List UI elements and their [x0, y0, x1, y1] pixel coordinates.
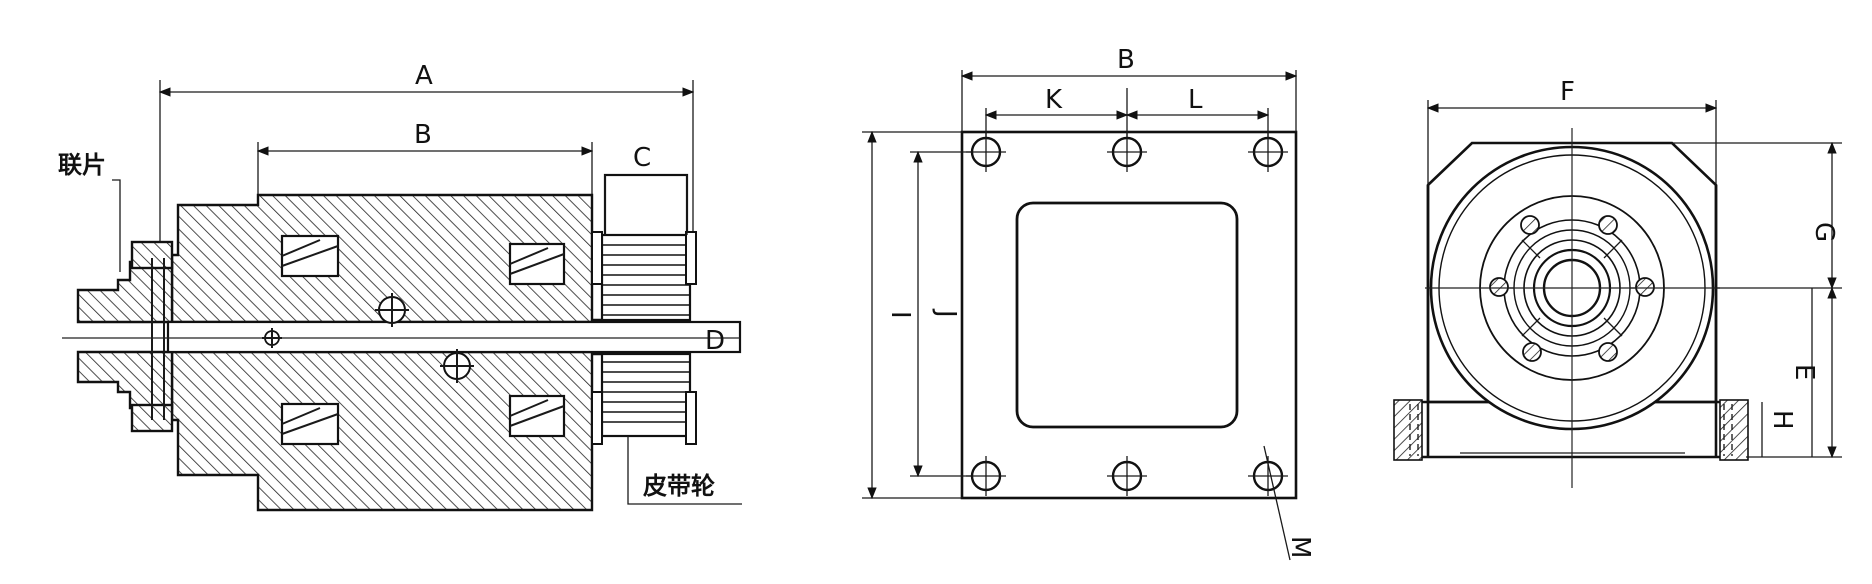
dim-label-c: C [633, 143, 651, 173]
foot-bolt-right [1719, 399, 1749, 461]
dimension-g: G [1672, 141, 1842, 290]
callout-lian-pian: 联片 [58, 151, 121, 272]
dimension-b-front: B [960, 45, 1298, 132]
callout-m: M [1263, 445, 1315, 561]
mounting-hole [966, 132, 1006, 172]
dim-label-e: E [1789, 364, 1819, 380]
end-bolt [1489, 277, 1509, 297]
mounting-hole [1107, 456, 1147, 496]
dimension-f: F [1426, 77, 1718, 185]
coil-windings [280, 234, 566, 446]
dim-label-a: A [415, 61, 433, 91]
dim-label-b-front: B [1117, 45, 1135, 75]
label-pi-dai-lun: 皮带轮 [643, 472, 715, 500]
belt-pulley [591, 173, 697, 445]
end-bolt [1522, 342, 1542, 362]
left-hub-lower [76, 350, 174, 410]
dimension-j: J [910, 150, 986, 478]
end-bolt [1598, 215, 1618, 235]
end-bolts [1489, 215, 1655, 362]
center-marks-side [262, 293, 474, 383]
dimension-k-l: K L [984, 85, 1270, 140]
mounting-hole [1107, 132, 1147, 172]
end-bolt [1598, 342, 1618, 362]
dimension-i: I [862, 130, 962, 500]
mounting-hole [1248, 132, 1288, 172]
dim-label-d: D [705, 326, 725, 356]
dim-label-k: K [1045, 85, 1063, 115]
dim-label-j: J [931, 308, 961, 318]
foot-bolt-left [1393, 399, 1423, 461]
dim-label-g: G [1809, 222, 1839, 242]
mounting-hole [966, 456, 1006, 496]
dim-label-f: F [1560, 77, 1575, 107]
dimension-a: A [158, 61, 695, 250]
dimension-h: H [1761, 402, 1797, 457]
flange-plate-outline [960, 130, 1298, 500]
side-section-view: A B C D [58, 61, 742, 512]
dimension-b-side: B [256, 120, 594, 195]
left-hub-upper [76, 260, 174, 324]
end-bolt [1520, 215, 1540, 235]
dim-label-b-side: B [414, 120, 432, 150]
callout-pi-dai-lun: 皮带轮 [627, 436, 742, 505]
mounting-holes [966, 132, 1288, 496]
end-view: F G E H [1393, 77, 1842, 488]
dimension-e: E [1746, 286, 1842, 459]
dim-label-i: I [885, 311, 915, 319]
dim-label-l: L [1188, 85, 1203, 115]
flange-window [1015, 201, 1239, 429]
label-lian-pian: 联片 [58, 151, 106, 179]
front-flange-view: B K L I J [862, 45, 1315, 561]
dim-label-m: M [1285, 536, 1315, 558]
end-bolt [1635, 277, 1655, 297]
dim-label-h: H [1767, 410, 1797, 430]
